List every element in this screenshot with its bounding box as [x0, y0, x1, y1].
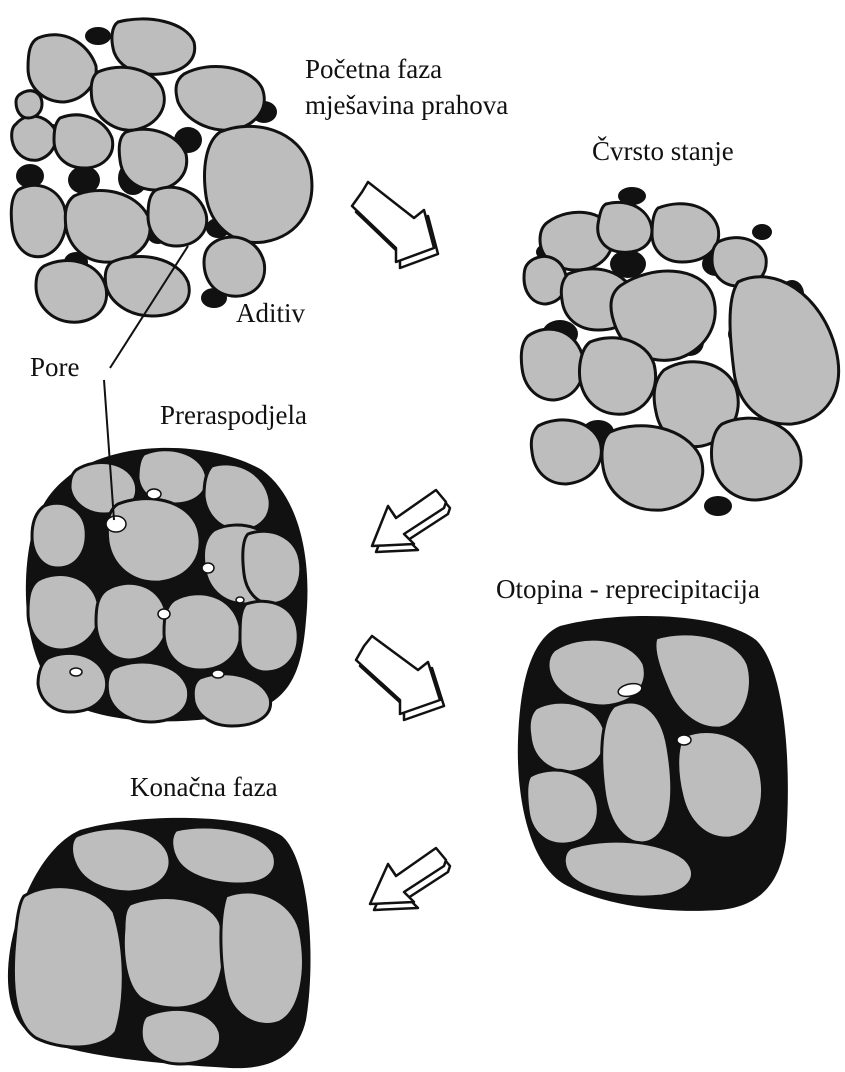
stage-rearrangement: [26, 448, 308, 726]
stage-solid-state: [521, 187, 838, 516]
label-solid-state: Čvrsto stanje: [592, 136, 734, 166]
label-solution-reprecipitation: Otopina - reprecipitacija: [496, 574, 760, 604]
arrow-4-down-left: [370, 848, 450, 910]
label-final-stage: Konačna faza: [130, 772, 278, 802]
label-pores: Pore: [30, 352, 80, 382]
arrow-1-down-right: [352, 182, 438, 268]
label-additive: Aditiv: [236, 298, 306, 328]
label-initial-line2: mješavina prahova: [305, 90, 508, 120]
arrow-2-down-left: [372, 490, 450, 552]
stage-solution-reprecipitation: [518, 616, 788, 911]
stage-final: [8, 818, 311, 1068]
stage-initial-powder-mix: [11, 19, 312, 322]
arrow-3-down-right: [356, 636, 444, 720]
label-initial-line1: Početna faza: [305, 54, 442, 84]
label-rearrangement: Preraspodjela: [160, 400, 307, 430]
